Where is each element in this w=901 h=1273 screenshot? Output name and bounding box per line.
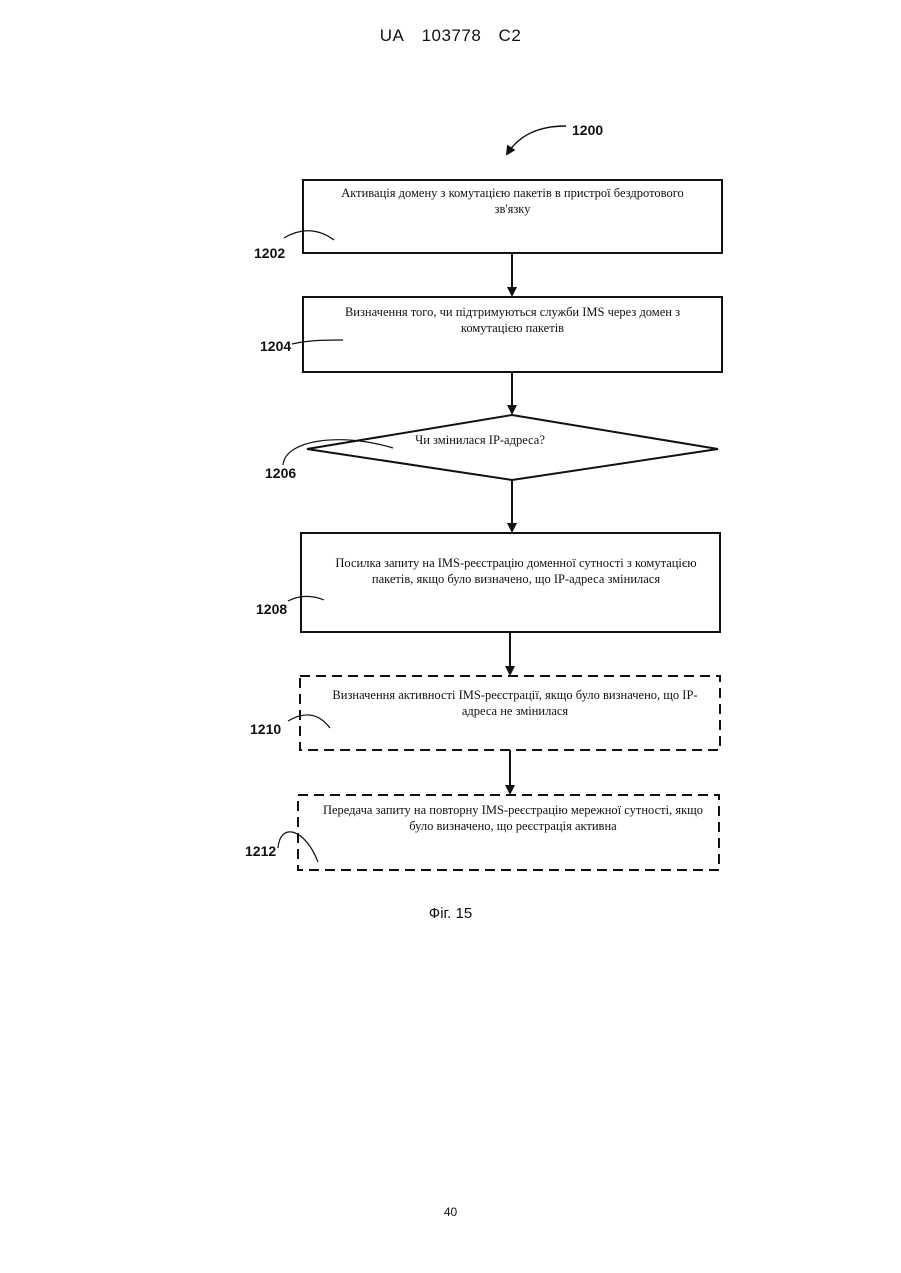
page-number: 40	[0, 1205, 901, 1219]
leader-1200	[507, 126, 566, 154]
ref-1212: 1212	[245, 843, 276, 859]
step-1210-text: Визначення активності IMS-реєстрації, як…	[330, 687, 700, 719]
step-1202-text: Активація домену з комутацією пакетів в …	[340, 185, 685, 217]
ref-1200: 1200	[572, 122, 603, 138]
ref-1202: 1202	[254, 245, 285, 261]
ref-1208: 1208	[256, 601, 287, 617]
step-1208-text: Посилка запиту на IMS-реєстрацію доменно…	[326, 555, 706, 587]
figure-caption: Фіг. 15	[0, 905, 901, 922]
decision-1206-text: Чи змінилася IP-адреса?	[400, 432, 560, 448]
ref-1206: 1206	[265, 465, 296, 481]
step-1204-text: Визначення того, чи підтримуються служби…	[340, 304, 685, 336]
leader-1210	[288, 715, 330, 728]
ref-1204: 1204	[260, 338, 291, 354]
leader-1208	[288, 596, 324, 601]
leader-1204	[292, 340, 343, 344]
ref-1210: 1210	[250, 721, 281, 737]
leader-1202	[284, 231, 334, 240]
step-1212-text: Передача запиту на повторну IMS-реєстрац…	[318, 802, 708, 834]
